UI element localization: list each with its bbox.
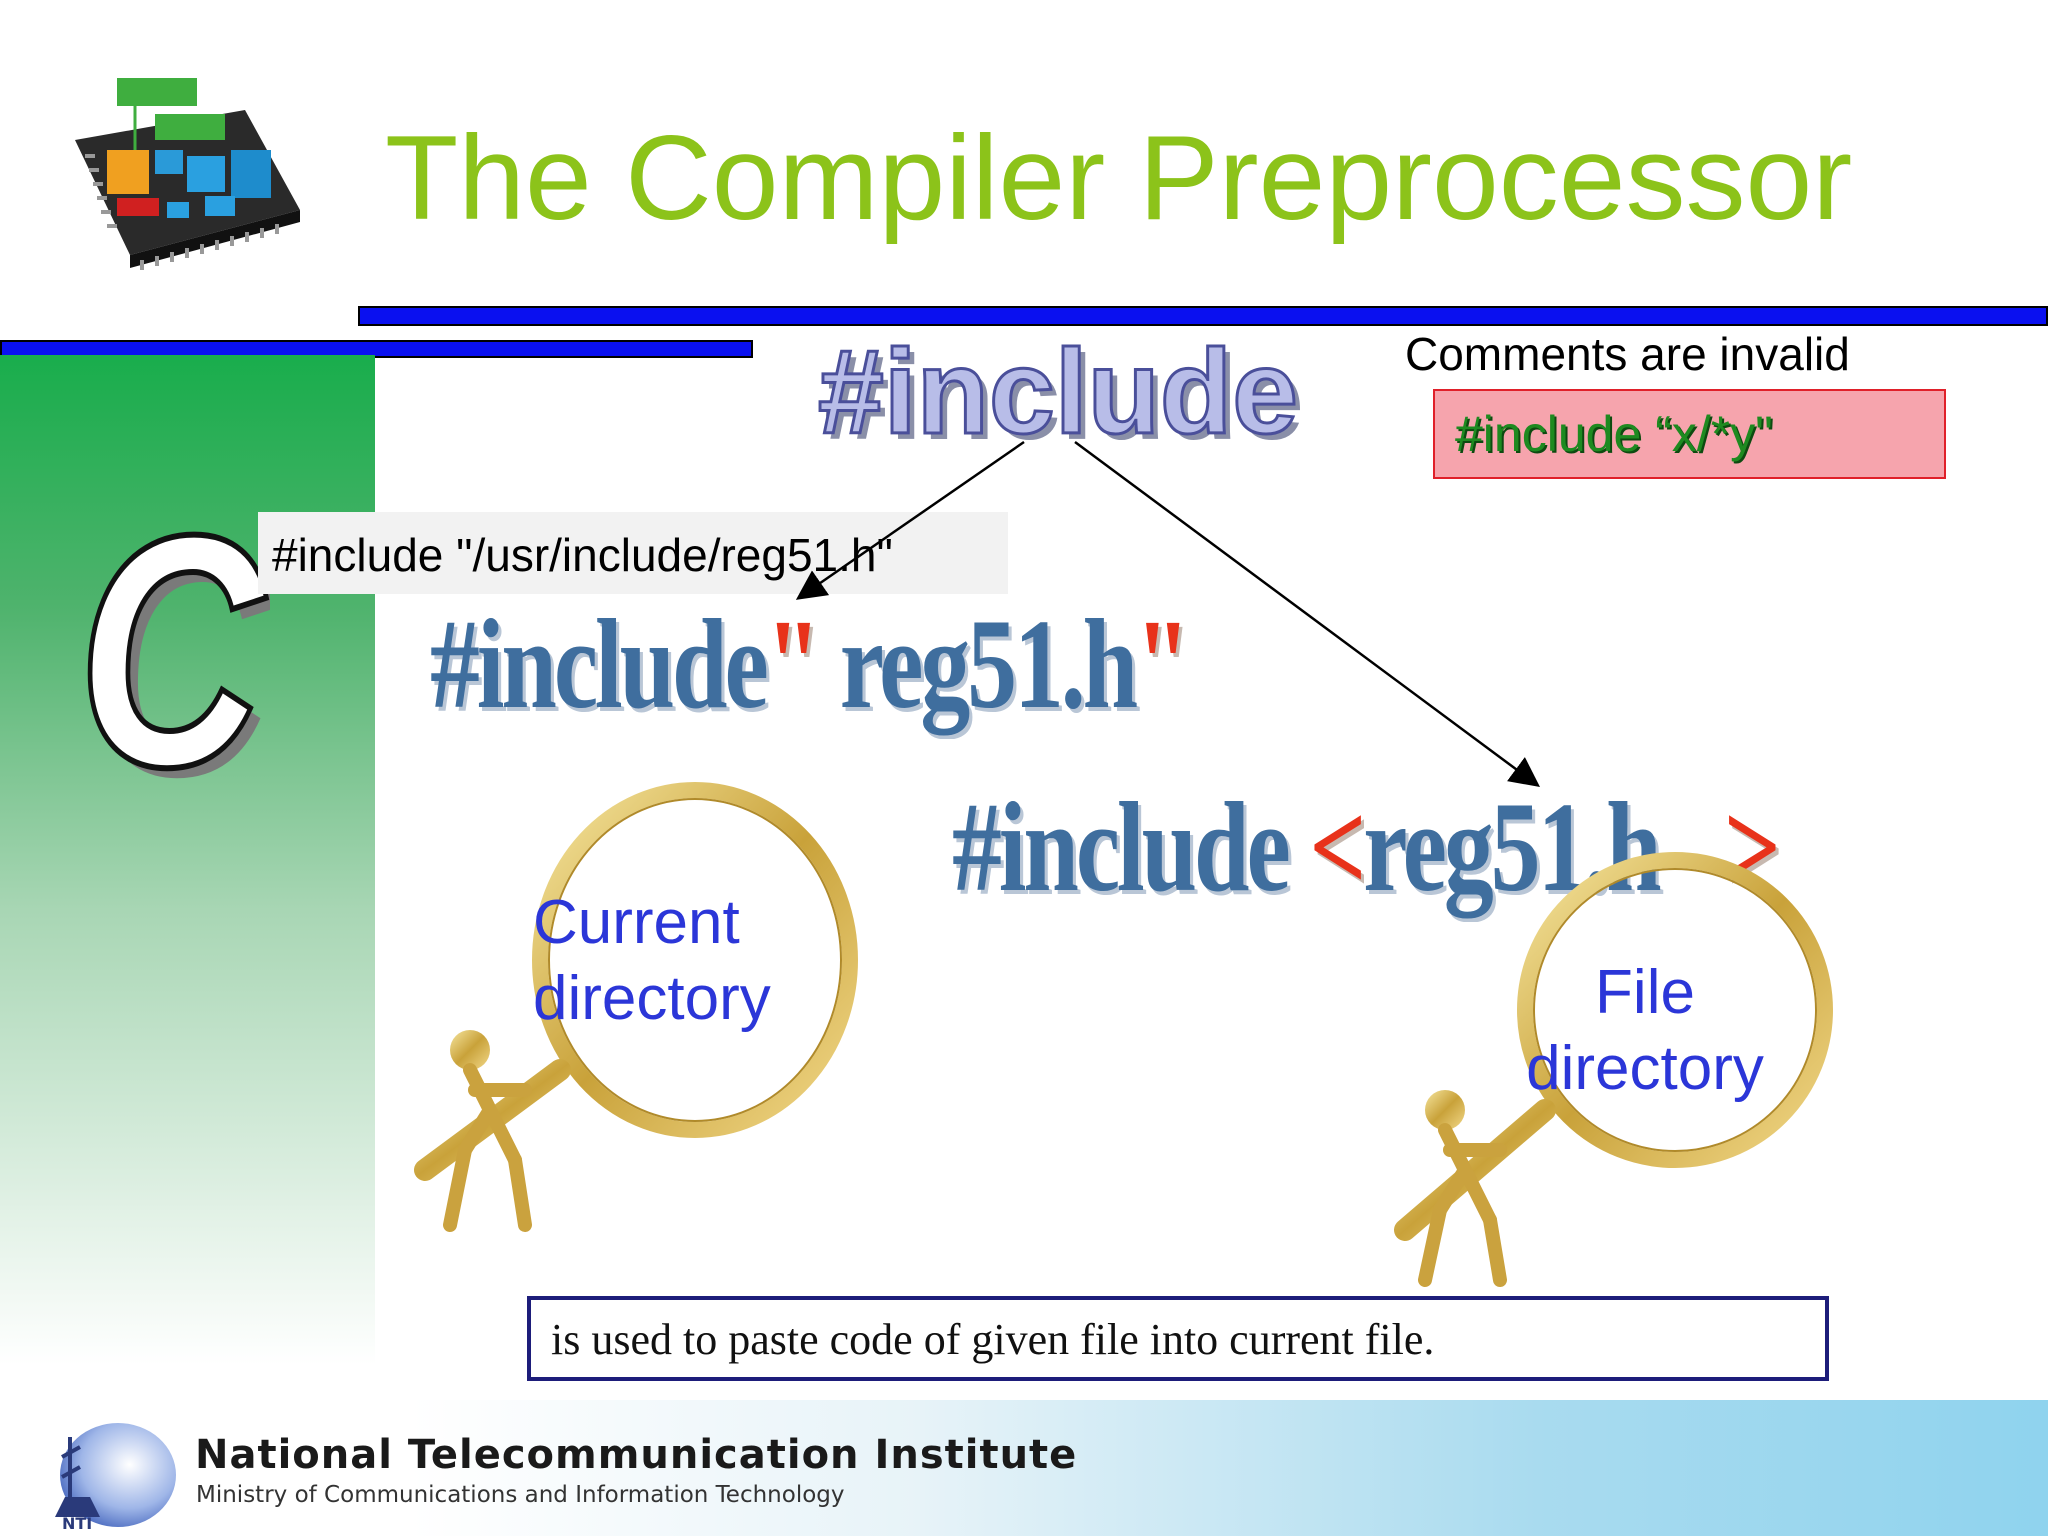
microcontroller-chip-icon [75,78,300,270]
include-angle-form: #include <reg51.h > [952,783,1781,911]
footer-band [0,1400,2048,1536]
svg-text:#include: #include [824,331,1304,455]
nti-logo-icon: NTI [55,1423,176,1532]
magnifier-figure-left-icon [414,782,858,1232]
magnifier-figure-right-icon [1394,852,1833,1287]
include-quote-form: #include" reg51.h" [430,600,1190,728]
file-directory-line1: File [1595,958,1695,1027]
current-directory-line1: Current [533,888,740,957]
divider-bar-left [0,340,753,358]
open-angle-bracket: < [1309,776,1366,918]
comment-example-code: #include “x/*y" [1455,406,1773,462]
current-directory-line2: directory [533,963,771,1033]
current-directory-label: Current directory [533,885,771,1036]
svg-text:#include: #include [818,330,1298,455]
ministry-name: Ministry of Communications and Informati… [196,1482,845,1508]
svg-text:NTI: NTI [62,1514,92,1532]
comments-invalid-label: Comments are invalid [1405,328,1850,380]
description-text: is used to paste code of given file into… [551,1315,1435,1364]
file-directory-label: File directory [1515,955,1775,1106]
include-wordart: #include #include [817,330,1305,455]
file-directory-line2: directory [1526,1033,1764,1103]
slide-title: The Compiler Preprocessor [385,111,1853,245]
angle-form-directive: #include [952,776,1291,918]
svg-text:C: C [88,505,270,795]
open-quote-mark: " [765,593,821,735]
close-quote-mark: " [1135,593,1190,735]
absolute-path-text: #include "/usr/include/reg51.h" [272,529,893,581]
absolute-path-callout: #include "/usr/include/reg51.h" [258,512,1008,594]
c-language-logo: C C [75,505,270,795]
comment-example-box: #include “x/*y" [1433,389,1946,479]
description-box: is used to paste code of given file into… [527,1296,1829,1381]
angle-form-filename: reg51.h [1363,776,1661,918]
divider-bar-top [358,306,2048,326]
quote-form-filename: reg51.h [817,593,1138,735]
institute-name: National Telecommunication Institute [195,1432,1078,1478]
quote-form-directive: #include [430,593,769,735]
svg-text:C: C [78,505,267,795]
